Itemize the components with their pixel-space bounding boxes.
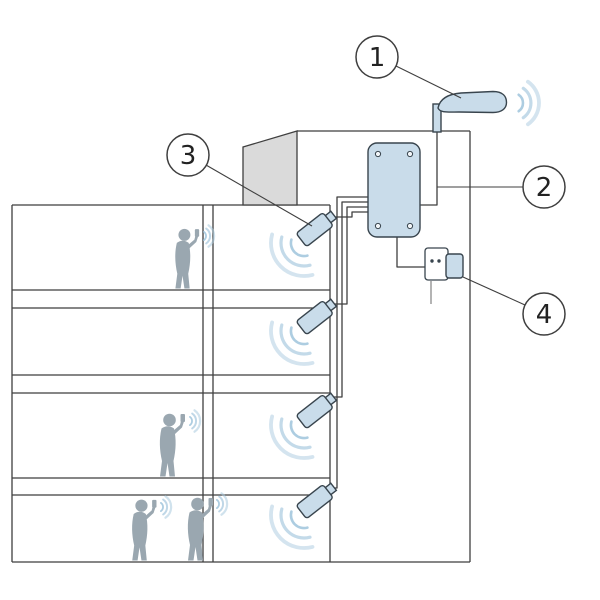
booster-screw-tr — [406, 150, 414, 158]
callout-3-label: 3 — [180, 141, 197, 171]
outdoor-antenna — [432, 79, 541, 133]
outdoor-signal-waves — [516, 79, 541, 127]
booster-screw-bl — [374, 222, 382, 230]
callout-1-label: 1 — [369, 43, 386, 73]
person-floor4-right — [187, 497, 213, 561]
callout-2-label: 2 — [536, 173, 553, 203]
callout-3: 3 — [166, 133, 313, 227]
roof-access-block — [242, 130, 298, 206]
antenna-mast — [432, 103, 442, 133]
outdoor-antenna-body — [437, 90, 508, 114]
callout-1-leader — [395, 65, 462, 99]
indoor-antenna-1 — [295, 207, 340, 248]
callout-4-circle — [522, 292, 566, 336]
callout-4-label: 4 — [536, 300, 553, 330]
indoor-antenna-2 — [295, 295, 340, 336]
building-cross-section — [11, 130, 471, 563]
booster-body — [367, 142, 421, 238]
callout-1: 1 — [355, 35, 462, 99]
person-floor1 — [175, 228, 200, 289]
booster-screw-tl — [374, 150, 382, 158]
coax-donor-antenna-to-booster — [420, 131, 438, 206]
callouts: 1 2 3 4 — [166, 35, 566, 336]
outlet-hole-left — [430, 259, 434, 263]
outlet-hole-right — [437, 259, 441, 263]
callout-4: 4 — [462, 276, 566, 336]
coax-to-antenna-4 — [331, 196, 369, 489]
callout-2-circle — [522, 165, 566, 209]
callout-3-leader — [205, 164, 313, 227]
phone-waves-floor4-left — [159, 495, 173, 519]
coax-to-antenna-2 — [331, 206, 369, 305]
callout-4-leader — [462, 276, 526, 306]
booster-screw-br — [406, 222, 414, 230]
callout-3-circle — [166, 133, 210, 177]
person-floor3 — [159, 413, 185, 477]
indoor-antenna-3 — [295, 389, 340, 430]
power-cord — [396, 236, 426, 268]
phone-waves-floor3 — [188, 409, 202, 433]
callout-1-circle — [355, 35, 399, 79]
signal-booster — [367, 142, 421, 238]
person-floor4-left — [132, 499, 157, 561]
phone-waves-floor4-right — [215, 492, 229, 516]
indoor-antenna-4 — [295, 479, 340, 520]
outlet-plate — [424, 247, 449, 281]
callout-2: 2 — [437, 165, 566, 209]
power-plug — [445, 253, 464, 279]
power-outlet — [424, 247, 464, 281]
